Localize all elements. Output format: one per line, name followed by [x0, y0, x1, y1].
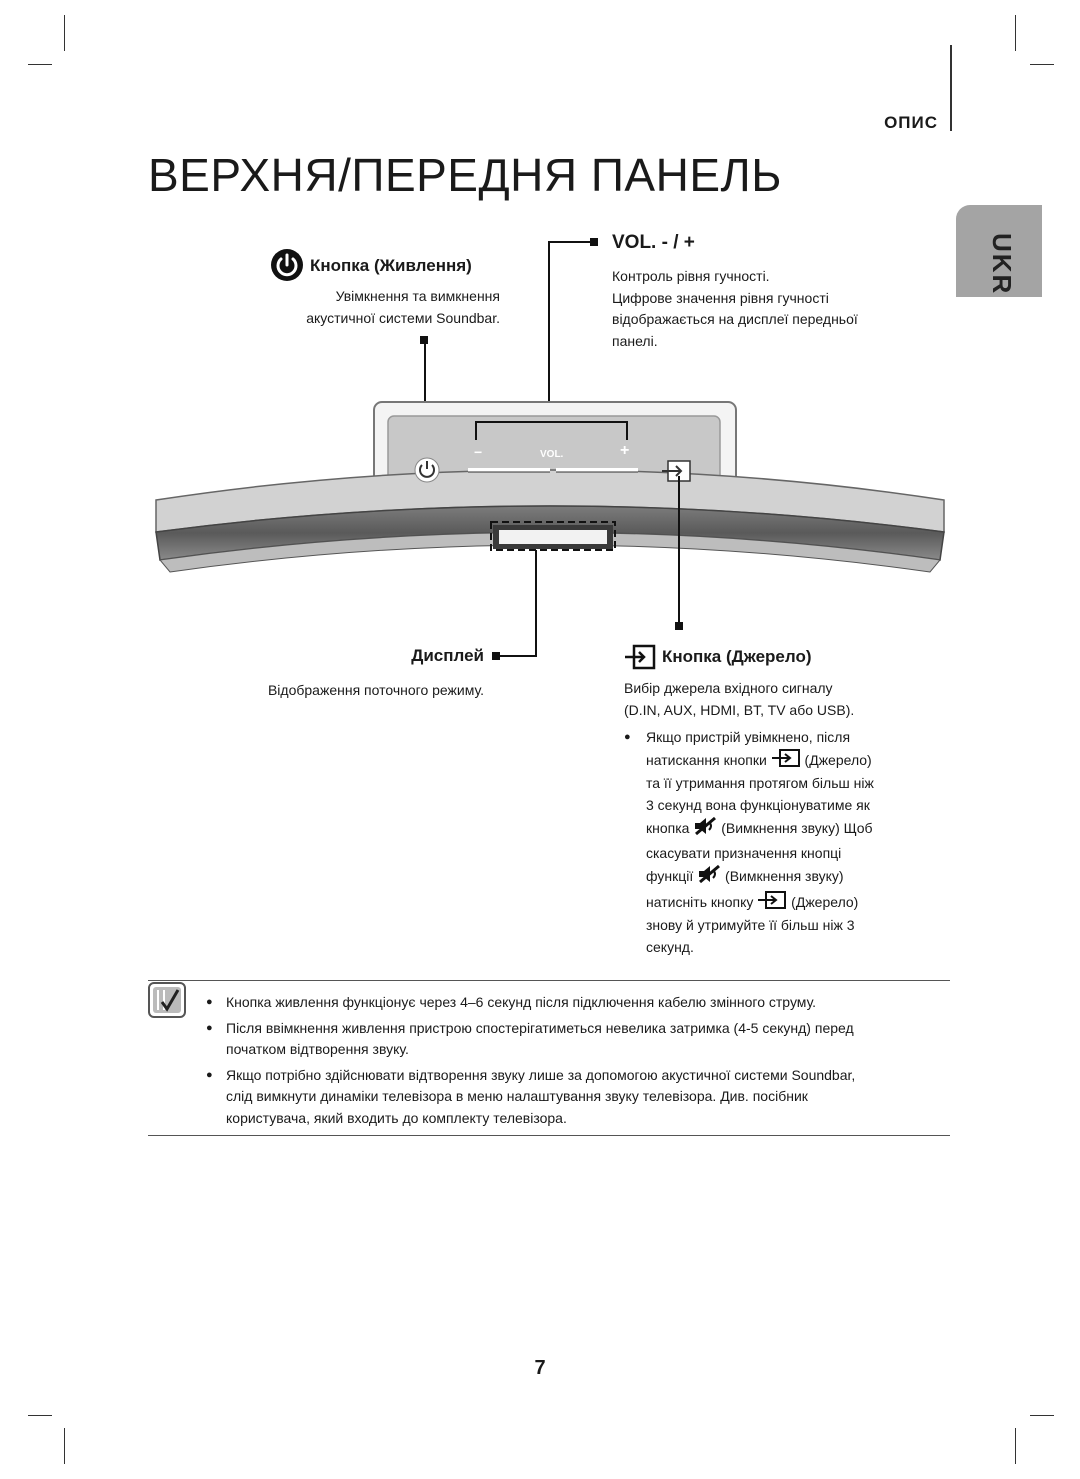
crop-mark: [64, 15, 65, 51]
power-icon: [270, 248, 304, 282]
callout-line: [548, 241, 592, 243]
volume-desc-line: Цифрове значення рівня гучності: [612, 289, 829, 306]
source-icon: [757, 890, 787, 916]
volume-heading: VOL. - / +: [612, 232, 695, 253]
crop-mark: [1030, 64, 1054, 65]
crop-mark: [28, 64, 52, 65]
language-tab-label: UKR: [987, 233, 1017, 296]
source-bullet: Якщо пристрій увімкнено, після натисканн…: [624, 727, 924, 958]
note-item: Кнопка живлення функціонує через 4–6 сек…: [204, 992, 944, 1014]
section-label: ОПИС: [884, 113, 938, 132]
notes-list: Кнопка живлення функціонує через 4–6 сек…: [204, 992, 944, 1133]
callout-line: [424, 340, 426, 450]
callout-line: [678, 476, 680, 624]
crop-mark: [64, 1428, 65, 1464]
crop-mark: [28, 1415, 52, 1416]
crop-mark: [1015, 1428, 1016, 1464]
notes-top-divider: [148, 980, 950, 981]
volume-desc-line: відображається на дисплеї передньої: [612, 311, 858, 327]
source-bullet-line: Якщо пристрій увімкнено, після: [646, 729, 851, 745]
soundbar-illustration: [150, 400, 950, 580]
display-description: Відображення поточного режиму.: [267, 682, 484, 698]
callout-line: [548, 241, 550, 421]
source-bullet-line: та її утримання протягом більш ніж: [646, 775, 874, 791]
notes-bottom-divider: [148, 1135, 950, 1136]
callout-marker: [675, 622, 683, 630]
source-icon: [624, 644, 656, 670]
source-bullet-line: натискання кнопки (Джерело): [646, 748, 924, 774]
callout-line: [535, 550, 537, 656]
language-tab: UKR: [956, 205, 1042, 297]
source-button-heading: Кнопка (Джерело): [662, 647, 812, 666]
source-description: Вибір джерела вхідного сигналу (D.IN, AU…: [624, 678, 924, 958]
volume-desc-line: Контроль рівня гучності.: [612, 268, 770, 284]
callout-line: [497, 655, 537, 657]
power-description: Увімкнення та вимкнення акустичної систе…: [306, 286, 500, 329]
power-desc-line: акустичної системи Soundbar.: [306, 309, 500, 326]
mute-icon: [697, 864, 721, 891]
section-divider: [950, 45, 952, 131]
note-item: Після ввімкнення живлення пристрою спост…: [204, 1018, 944, 1061]
crop-mark: [1015, 15, 1016, 51]
source-bullet-line: натисніть кнопку (Джерело): [646, 890, 924, 916]
device-minus-label: −: [474, 444, 483, 460]
device-plus-label: +: [620, 442, 630, 459]
source-bullet-line: знову й утримуйте її більш ніж 3: [646, 917, 855, 933]
page-number: 7: [534, 1357, 546, 1379]
crop-mark: [1030, 1415, 1054, 1416]
source-icon: [771, 748, 801, 774]
callout-marker: [492, 652, 500, 660]
power-button-heading: Кнопка (Живлення): [310, 256, 472, 275]
callout-marker: [590, 238, 598, 246]
source-bullet-line: секунд.: [646, 938, 694, 955]
volume-desc-line: панелі.: [612, 332, 658, 349]
source-desc-line: Вибір джерела вхідного сигналу: [624, 680, 833, 696]
page-title: ВЕРХНЯ/ПЕРЕДНЯ ПАНЕЛЬ: [148, 149, 782, 201]
note-icon: [148, 982, 186, 1018]
volume-description: Контроль рівня гучності. Цифрове значенн…: [612, 266, 858, 352]
source-bullet-line: функції (Вимкнення звуку): [646, 864, 924, 891]
power-desc-line: Увімкнення та вимкнення: [335, 288, 500, 304]
device-vol-label: VOL.: [540, 449, 564, 460]
source-desc-line: (D.IN, AUX, HDMI, BT, TV або USB).: [624, 701, 855, 718]
note-item: Якщо потрібно здійснювати відтворення зв…: [204, 1065, 944, 1130]
source-bullet-line: скасувати призначення кнопці: [646, 844, 842, 861]
mute-icon: [693, 816, 717, 843]
source-bullet-line: 3 секунд вона функціонуватиме як: [646, 796, 870, 813]
source-bullet-line: кнопка (Вимкнення звуку) Щоб: [646, 816, 924, 843]
display-heading: Дисплей: [411, 646, 484, 665]
